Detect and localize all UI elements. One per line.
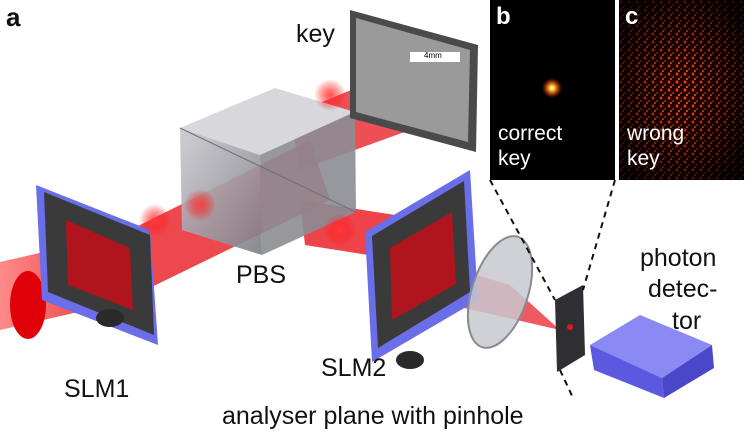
panel-c-letter: c — [625, 3, 639, 30]
wrong-key-speckle — [619, 0, 744, 180]
inset-c-caption-line2: key — [627, 147, 660, 170]
key-scale-text: 4mm — [424, 51, 442, 60]
panel-a-letter: a — [6, 2, 21, 32]
slm1-label: SLM1 — [64, 375, 130, 403]
dashed-line-to-c — [582, 179, 616, 291]
photon-detector — [590, 315, 714, 398]
panel-b-letter: b — [496, 3, 511, 30]
dashed-line-to-label — [559, 369, 575, 401]
detector-label-line2: detec- — [648, 275, 718, 303]
key-label: key — [296, 20, 335, 48]
slm2-label: SLM2 — [321, 354, 387, 382]
correct-key-spot — [542, 78, 562, 98]
dashed-line-to-b — [489, 179, 556, 301]
analyser-label: analyser plane with pinhole — [222, 402, 524, 430]
slm2-device — [365, 170, 478, 369]
pinhole — [567, 324, 573, 330]
lens — [466, 235, 534, 349]
inset-b-caption-line1: correct — [498, 122, 563, 145]
detector-label-line3: tor — [672, 307, 702, 335]
inset-c-caption-line1: wrong — [627, 122, 685, 145]
inset-b-correct-key: b correct key — [490, 0, 615, 180]
slm1-device — [36, 185, 158, 345]
inset-b-caption-line2: key — [498, 147, 531, 170]
pbs-label: PBS — [236, 261, 287, 289]
detector-label-line1: photon — [640, 244, 717, 272]
inset-c-wrong-key: c wrong key — [619, 0, 744, 180]
key-screen — [350, 10, 478, 152]
beam-source-disc — [10, 271, 46, 339]
